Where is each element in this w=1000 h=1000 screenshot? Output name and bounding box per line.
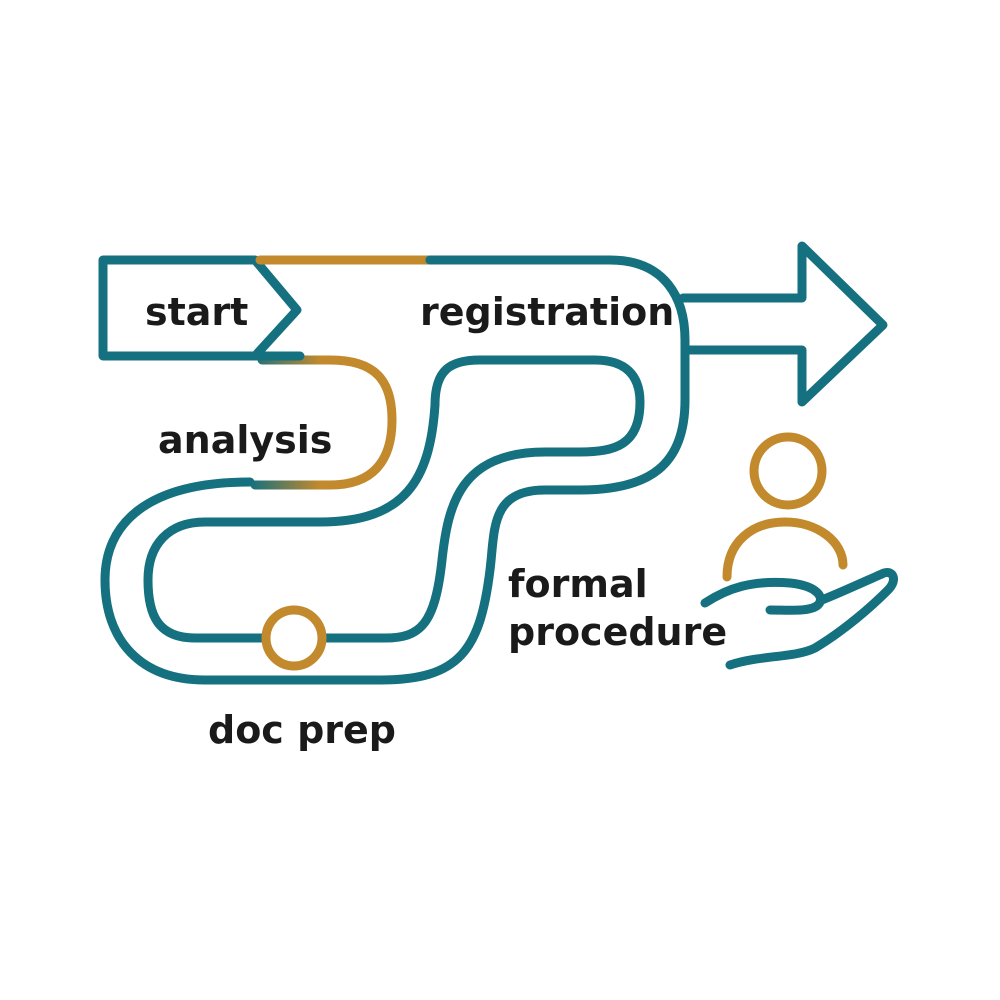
formal-procedure-label-line1: formal xyxy=(508,562,648,606)
right-arrow-icon xyxy=(678,241,888,407)
road-outer-edge xyxy=(100,255,690,685)
analysis-label: analysis xyxy=(158,418,332,462)
road-inner-edge-main xyxy=(143,355,645,643)
milestone-circle-icon xyxy=(261,605,327,671)
start-label: start xyxy=(145,290,248,334)
open-hand-icon xyxy=(700,568,898,670)
registration-label: registration xyxy=(420,290,674,334)
doc-prep-label: doc prep xyxy=(208,708,396,752)
start-box xyxy=(98,255,302,361)
person-icon xyxy=(722,432,848,582)
formal-procedure-label-line2: procedure xyxy=(508,610,727,654)
analysis-loop xyxy=(250,355,397,490)
